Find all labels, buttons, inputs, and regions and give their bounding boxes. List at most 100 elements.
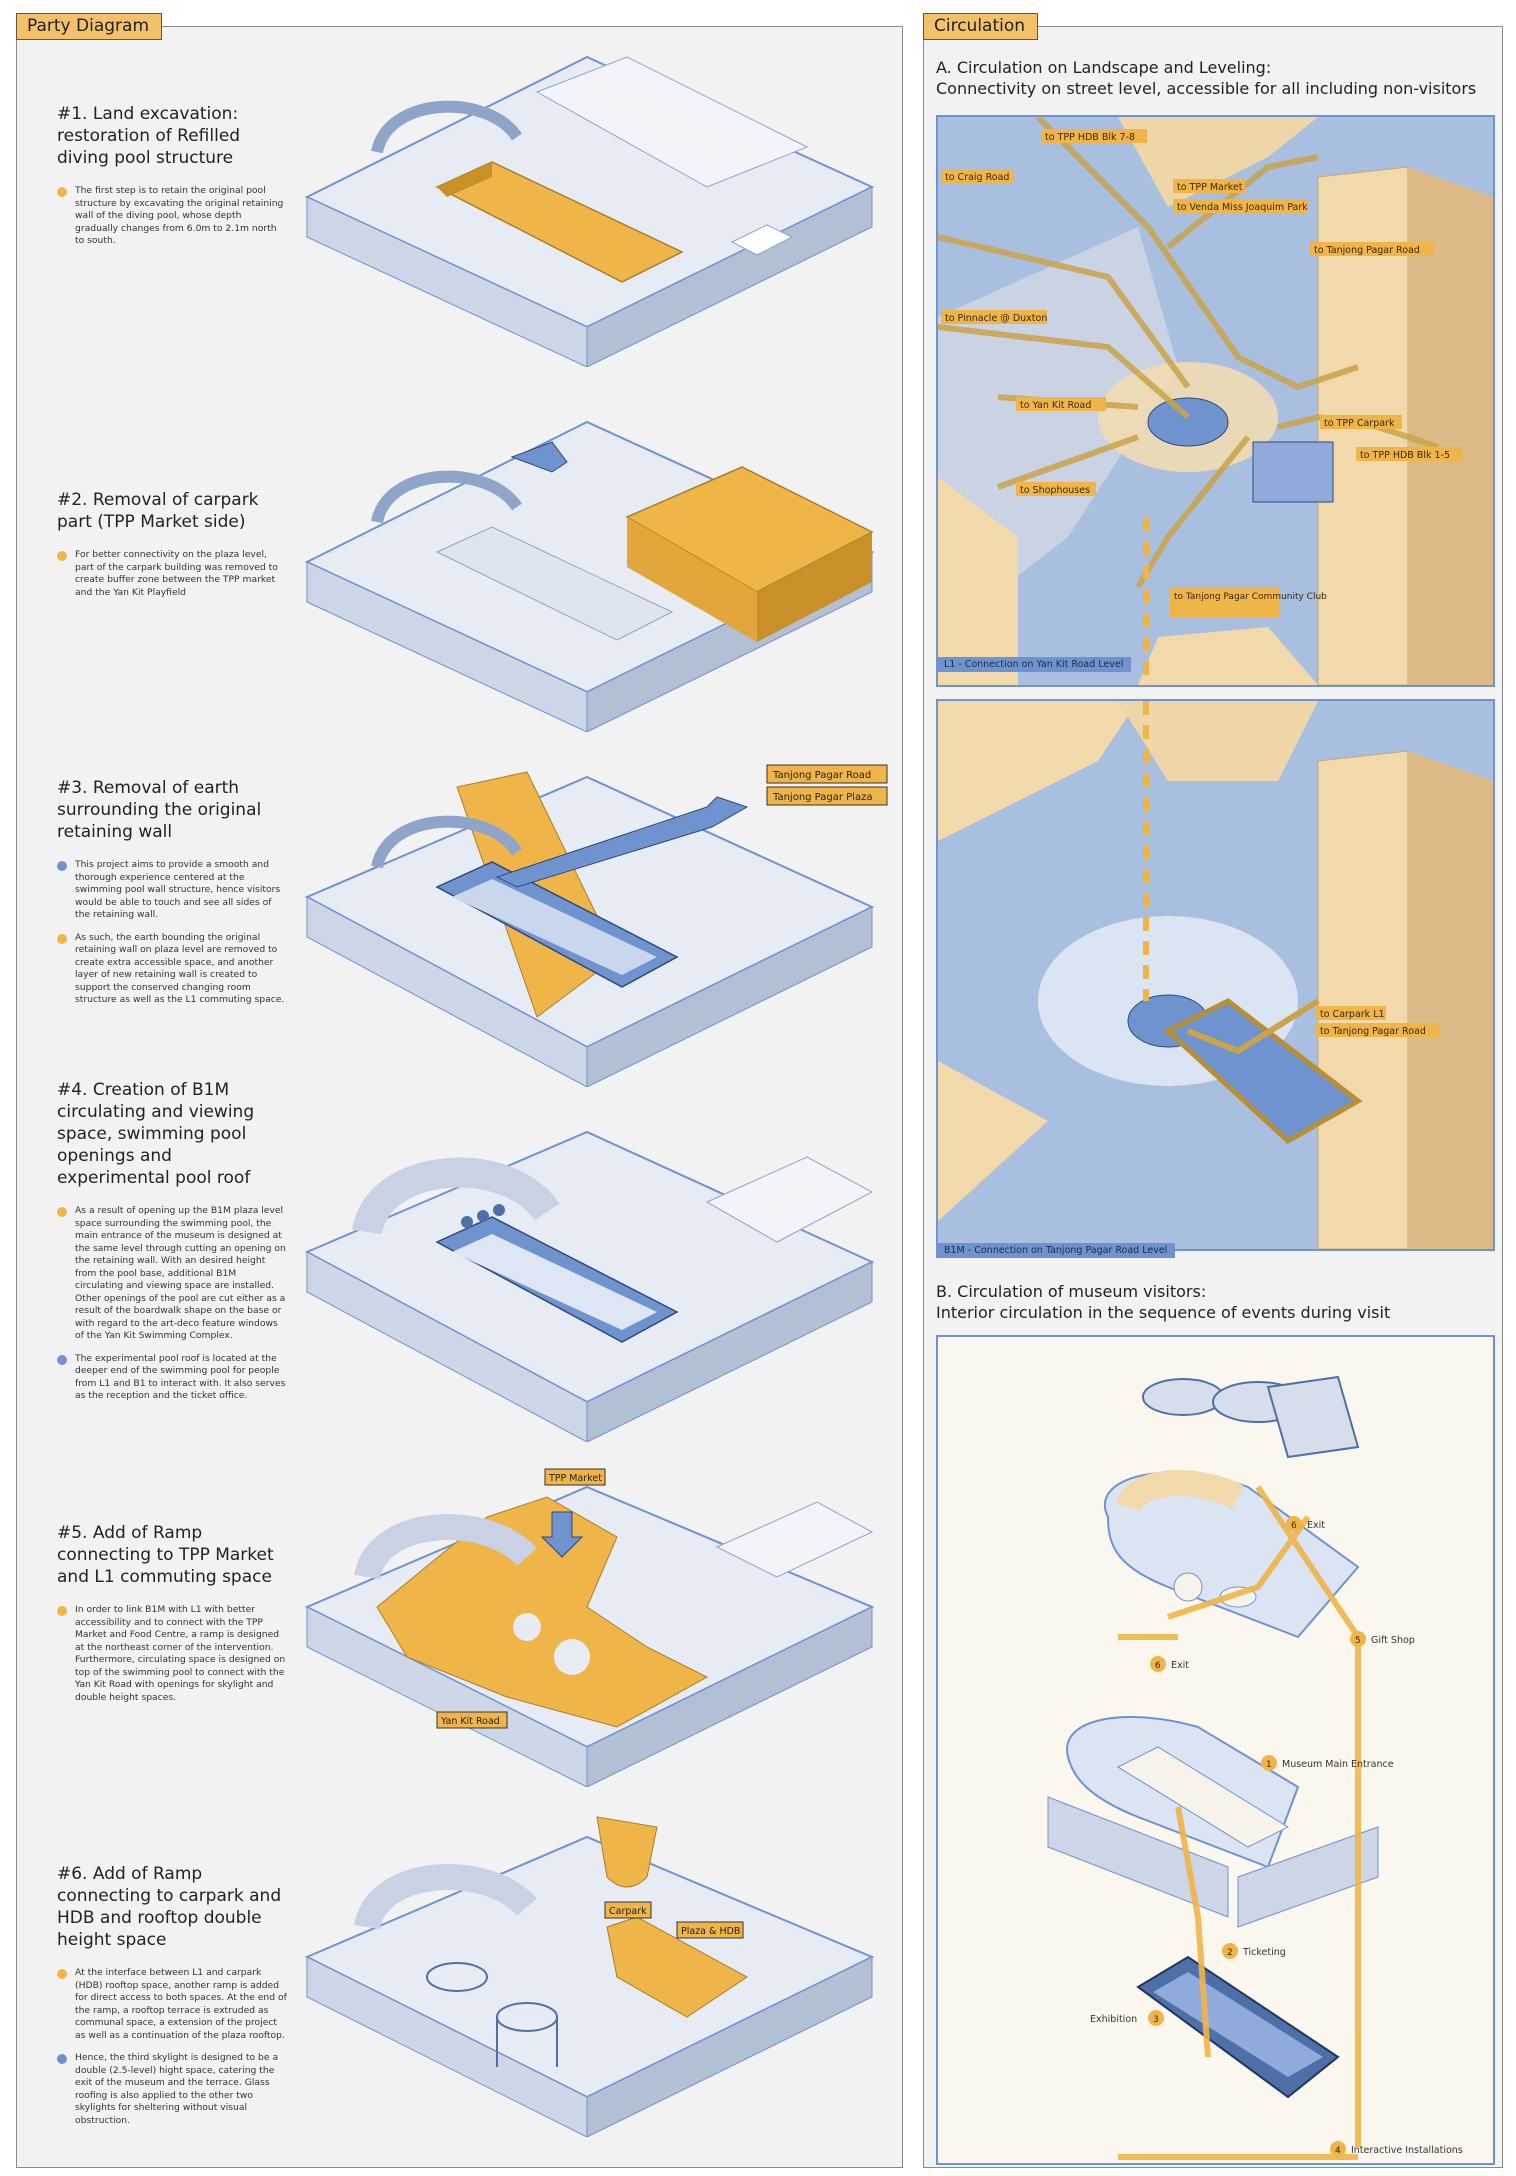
- svg-text:Exhibition: Exhibition: [1090, 2014, 1137, 2025]
- svg-text:1: 1: [1266, 1760, 1272, 1770]
- step-5-bullet-1: In order to link B1M with L1 with better…: [57, 1604, 287, 1704]
- svg-text:3: 3: [1153, 2015, 1159, 2025]
- svg-text:Carpark: Carpark: [609, 1906, 647, 1917]
- svg-text:to Tanjong Pagar Community Clu: to Tanjong Pagar Community Club: [1174, 592, 1327, 602]
- section-a-heading: A. Circulation on Landscape and Leveling…: [936, 57, 1476, 99]
- svg-text:4: 4: [1335, 2146, 1341, 2156]
- tag-carpark: Carpark: [604, 1901, 652, 1919]
- svg-text:6: 6: [1155, 1661, 1161, 1671]
- step-gift-shop: 5 Gift Shop: [1350, 1631, 1415, 1647]
- section-b-subtitle: Interior circulation in the sequence of …: [936, 1303, 1391, 1322]
- orange-dot-icon: [57, 1207, 67, 1217]
- tag-plaza-hdb: Plaza & HDB: [676, 1921, 744, 1939]
- svg-text:Museum Main Entrance: Museum Main Entrance: [1282, 1759, 1394, 1770]
- step-3: #3. Removal of earth surrounding the ori…: [57, 777, 287, 1017]
- diagram-1: [304, 55, 875, 367]
- svg-text:Ticketing: Ticketing: [1242, 1947, 1286, 1958]
- step-ticketing: 2 Ticketing: [1222, 1943, 1286, 1959]
- section-a-title: A. Circulation on Landscape and Leveling…: [936, 58, 1272, 77]
- step-2-bullet-1: For better connectivity on the plaza lev…: [57, 549, 287, 599]
- map-b1m-caption: B1M - Connection on Tanjong Pagar Road L…: [936, 1243, 1176, 1258]
- step-2-title: #2. Removal of carpark part (TPP Market …: [57, 490, 259, 532]
- svg-text:to TPP Carpark: to TPP Carpark: [1324, 418, 1395, 429]
- svg-text:to Yan Kit Road: to Yan Kit Road: [1020, 400, 1091, 411]
- svg-text:to TPP Market: to TPP Market: [1177, 182, 1243, 193]
- step-4-bullet-2: The experimental pool roof is located at…: [57, 1353, 287, 1403]
- svg-text:to Venda Miss Joaquim Park: to Venda Miss Joaquim Park: [1177, 202, 1308, 213]
- svg-text:to Tanjong Pagar Road: to Tanjong Pagar Road: [1320, 1026, 1426, 1037]
- step-1: #1. Land excavation: restoration of Refi…: [57, 103, 287, 258]
- diagram-5: TPP Market Yan Kit Road: [304, 1468, 875, 1787]
- exploded-axonometric: 6 Exit 5 Gift Shop 6 Exit 1 Museum Main …: [1047, 1375, 1463, 2160]
- step-3-bullet-2: As such, the earth bounding the original…: [57, 932, 287, 1007]
- step-4-title: #4. Creation of B1M circulating and view…: [57, 1080, 255, 1188]
- map-l1-drawing: to TPP HDB Blk 7-8 to Craig Road to TPP …: [938, 117, 1493, 685]
- svg-text:to Craig Road: to Craig Road: [945, 172, 1009, 183]
- svg-text:Tanjong Pagar Road: Tanjong Pagar Road: [772, 770, 871, 781]
- circulation-panel: Circulation A. Circulation on Landscape …: [923, 13, 1503, 2168]
- orange-dot-icon: [57, 933, 67, 944]
- party-diagram-tab: Party Diagram: [16, 13, 163, 40]
- svg-text:to Shophouses: to Shophouses: [1020, 485, 1090, 496]
- map-b1m-drawing: to Carpark L1 to Tanjong Pagar Road: [938, 701, 1493, 1249]
- step-museum-main-entrance: 1 Museum Main Entrance: [1261, 1755, 1394, 1771]
- step-3-bullet-1: This project aims to provide a smooth an…: [57, 859, 287, 922]
- svg-text:Yan Kit Road: Yan Kit Road: [440, 1716, 500, 1727]
- step-5-title: #5. Add of Ramp connecting to TPP Market…: [57, 1523, 274, 1587]
- svg-text:Interactive Installations: Interactive Installations: [1351, 2145, 1463, 2156]
- svg-text:5: 5: [1355, 1636, 1361, 1646]
- svg-text:Exit: Exit: [1171, 1660, 1189, 1671]
- svg-text:to Tanjong Pagar Road: to Tanjong Pagar Road: [1314, 245, 1420, 256]
- step-2: #2. Removal of carpark part (TPP Market …: [57, 489, 287, 609]
- svg-text:Gift Shop: Gift Shop: [1371, 1635, 1415, 1646]
- map-b1m-labels: to Carpark L1 to Tanjong Pagar Road: [1316, 1006, 1440, 1037]
- step-5: #5. Add of Ramp connecting to TPP Market…: [57, 1522, 287, 1714]
- step-1-title: #1. Land excavation: restoration of Refi…: [57, 104, 241, 168]
- tag-tpp-market: TPP Market: [544, 1468, 606, 1486]
- diagram-3: Tanjong Pagar Road Tanjong Pagar Plaza: [304, 764, 888, 1087]
- section-a-subtitle: Connectivity on street level, accessible…: [936, 79, 1477, 98]
- section-b-title: B. Circulation of museum visitors:: [936, 1282, 1207, 1301]
- blue-dot-icon: [57, 2054, 67, 2064]
- circulation-tab: Circulation: [923, 13, 1039, 40]
- diagram-6: Carpark Plaza & HDB: [304, 1816, 875, 2137]
- section-b-heading: B. Circulation of museum visitors: Inter…: [936, 1281, 1390, 1323]
- blue-dot-icon: [57, 1354, 67, 1365]
- svg-text:TPP Market: TPP Market: [548, 1473, 602, 1484]
- svg-text:Tanjong Pagar Plaza: Tanjong Pagar Plaza: [772, 792, 872, 803]
- orange-dot-icon: [57, 187, 67, 197]
- step-6-bullet-2: Hence, the third skylight is designed to…: [57, 2052, 287, 2127]
- svg-text:Plaza & HDB: Plaza & HDB: [681, 1926, 740, 1937]
- party-diagram-panel: Party Diagram #1. Land excavation: resto…: [16, 13, 903, 2168]
- svg-text:to Carpark L1: to Carpark L1: [1320, 1009, 1385, 1020]
- svg-text:to TPP HDB Blk 1-5: to TPP HDB Blk 1-5: [1360, 450, 1450, 461]
- map-l1-caption: L1 - Connection on Yan Kit Road Level: [936, 657, 1132, 672]
- map-l1: to TPP HDB Blk 7-8 to Craig Road to TPP …: [936, 115, 1495, 687]
- diagram-4: [304, 1130, 875, 1442]
- orange-dot-icon: [57, 1969, 67, 1979]
- tag-tanjong-pagar-plaza: Tanjong Pagar Plaza: [766, 786, 888, 806]
- step-exit-top: 6 Exit: [1286, 1516, 1325, 1532]
- step-6-bullet-1: At the interface between L1 and carpark …: [57, 1967, 287, 2042]
- step-interactive-installations: 4 Interactive Installations: [1330, 2141, 1463, 2157]
- svg-text:to TPP HDB Blk 7-8: to TPP HDB Blk 7-8: [1045, 132, 1135, 143]
- orange-dot-icon: [57, 1606, 67, 1616]
- step-1-bullet-1: The first step is to retain the original…: [57, 185, 287, 248]
- diagram-2: [304, 420, 875, 732]
- blue-dot-icon: [57, 861, 67, 871]
- tag-yan-kit-road: Yan Kit Road: [436, 1711, 508, 1729]
- step-3-title: #3. Removal of earth surrounding the ori…: [57, 778, 262, 842]
- step-4-bullet-1: As a result of opening up the B1M plaza …: [57, 1205, 287, 1343]
- visitor-circulation-diagram: 6 Exit 5 Gift Shop 6 Exit 1 Museum Main …: [936, 1335, 1495, 2165]
- step-6: #6. Add of Ramp connecting to carpark an…: [57, 1863, 287, 2137]
- map-l1-labels: to TPP HDB Blk 7-8 to Craig Road to TPP …: [941, 129, 1462, 617]
- svg-text:6: 6: [1291, 1521, 1297, 1531]
- step-6-title: #6. Add of Ramp connecting to carpark an…: [57, 1864, 282, 1950]
- tag-tanjong-pagar-road: Tanjong Pagar Road: [766, 764, 888, 784]
- svg-text:2: 2: [1227, 1948, 1233, 1958]
- map-b1m: to Carpark L1 to Tanjong Pagar Road: [936, 699, 1495, 1251]
- svg-text:Exit: Exit: [1307, 1520, 1325, 1531]
- svg-text:to Pinnacle @ Duxton: to Pinnacle @ Duxton: [945, 313, 1047, 324]
- step-exhibition: 3 Exhibition: [1090, 2010, 1164, 2026]
- step-exit-left: 6 Exit: [1150, 1656, 1189, 1672]
